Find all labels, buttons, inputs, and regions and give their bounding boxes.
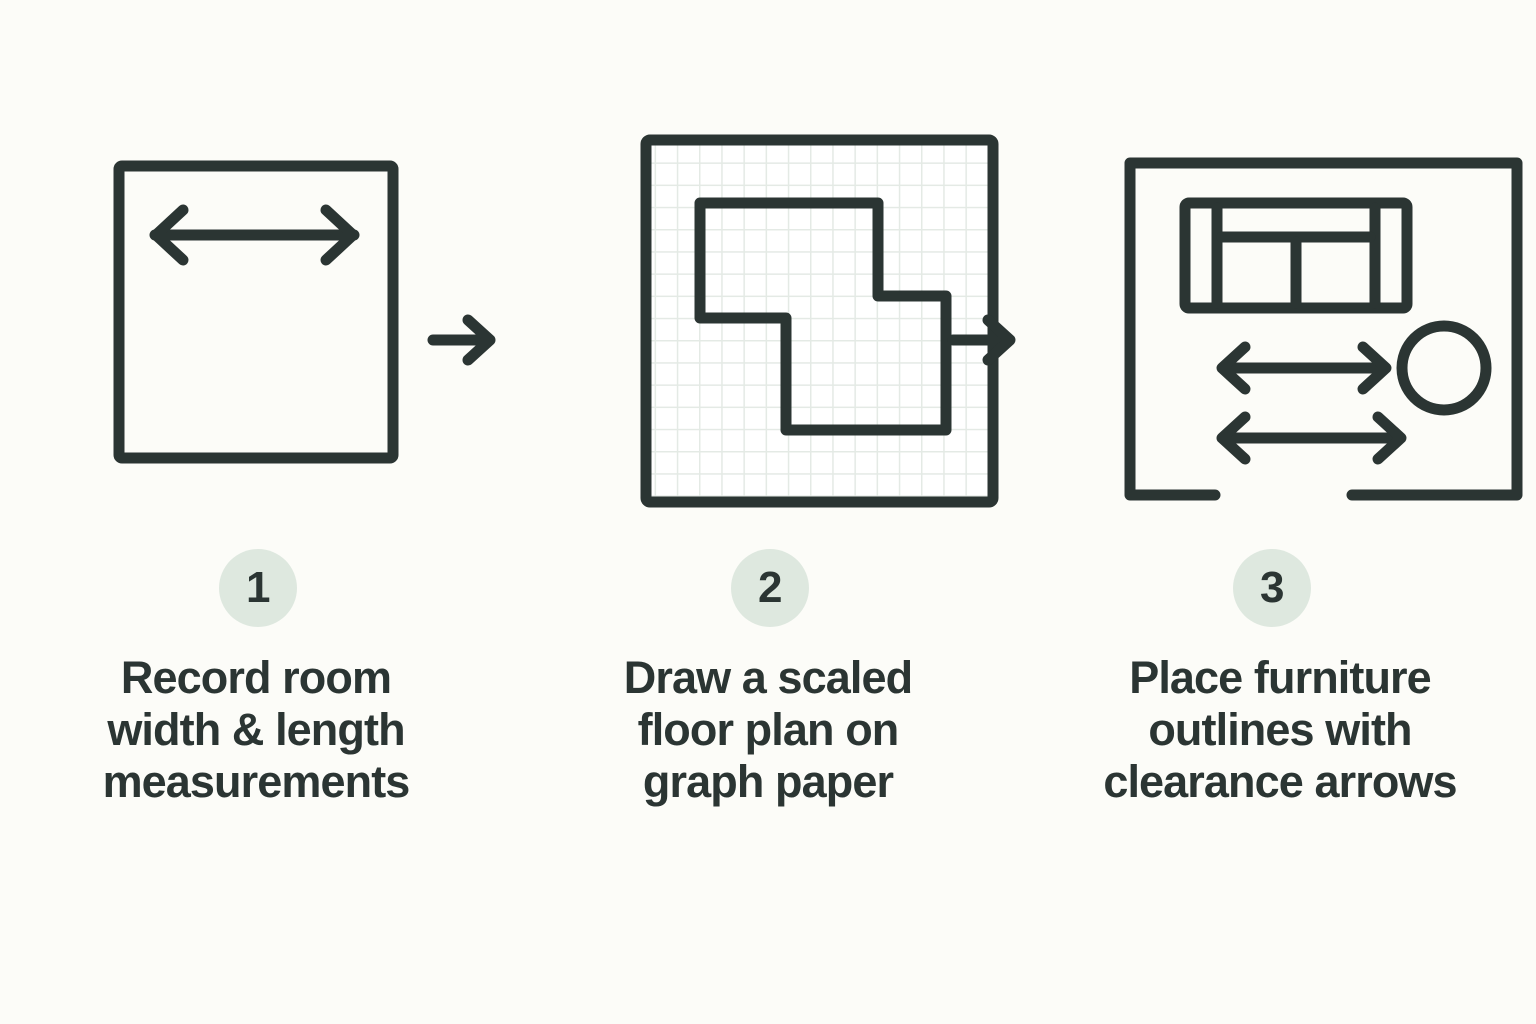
step-number-2: 2 xyxy=(758,563,782,612)
clearance-arrow-lower xyxy=(1216,411,1407,465)
arrow-right-icon xyxy=(947,314,1016,366)
caption-line: measurements xyxy=(102,756,411,808)
arrow-right-icon xyxy=(427,314,496,366)
room-measurement-illustration xyxy=(113,160,399,464)
furniture-layout-illustration xyxy=(1124,157,1523,501)
step-2: 2 Draw a scaled floor plan on graph pape… xyxy=(512,0,1024,1024)
room-measurement-icon xyxy=(0,118,512,518)
step-3: 3 Place furniture outlines with clearanc… xyxy=(1024,0,1536,1024)
step-number-1: 1 xyxy=(246,563,270,612)
caption-line: Draw a scaled xyxy=(623,652,913,703)
step-caption-3: Place furniture outlines with clearance … xyxy=(1024,652,1536,809)
step-caption-1: Record room width & length measurements xyxy=(0,652,512,809)
graph-paper-floor-plan-icon xyxy=(512,118,1024,518)
step-badge-3: 3 xyxy=(1233,549,1311,627)
round-table-outline xyxy=(1396,320,1492,416)
caption-line: outlines with xyxy=(1148,704,1412,756)
sofa-outline xyxy=(1179,197,1413,314)
step-badge-1: 1 xyxy=(219,549,297,627)
caption-line: Record room xyxy=(120,652,392,703)
caption-line: graph paper xyxy=(642,756,894,808)
room-walls-with-doorway xyxy=(1124,157,1523,501)
graph-paper-illustration xyxy=(640,134,999,508)
clearance-arrow-upper xyxy=(1216,341,1392,395)
step-number-3: 3 xyxy=(1260,563,1284,612)
connector-arrow-1-to-2 xyxy=(425,310,515,380)
caption-line: floor plan on xyxy=(637,704,900,756)
step-badge-2: 2 xyxy=(731,549,809,627)
floor-plan-polygon xyxy=(694,197,952,436)
step-1: 1 Record room width & length measurement… xyxy=(0,0,512,1024)
caption-line: Place furniture xyxy=(1129,652,1431,703)
caption-line: width & length xyxy=(107,704,405,756)
furniture-clearance-icon xyxy=(1024,118,1536,518)
caption-line: clearance arrows xyxy=(1103,756,1457,808)
step-caption-2: Draw a scaled floor plan on graph paper xyxy=(512,652,1024,809)
width-measure-arrow xyxy=(149,204,360,266)
room-outline-rect xyxy=(113,160,399,464)
connector-arrow-2-to-3 xyxy=(945,310,1035,380)
